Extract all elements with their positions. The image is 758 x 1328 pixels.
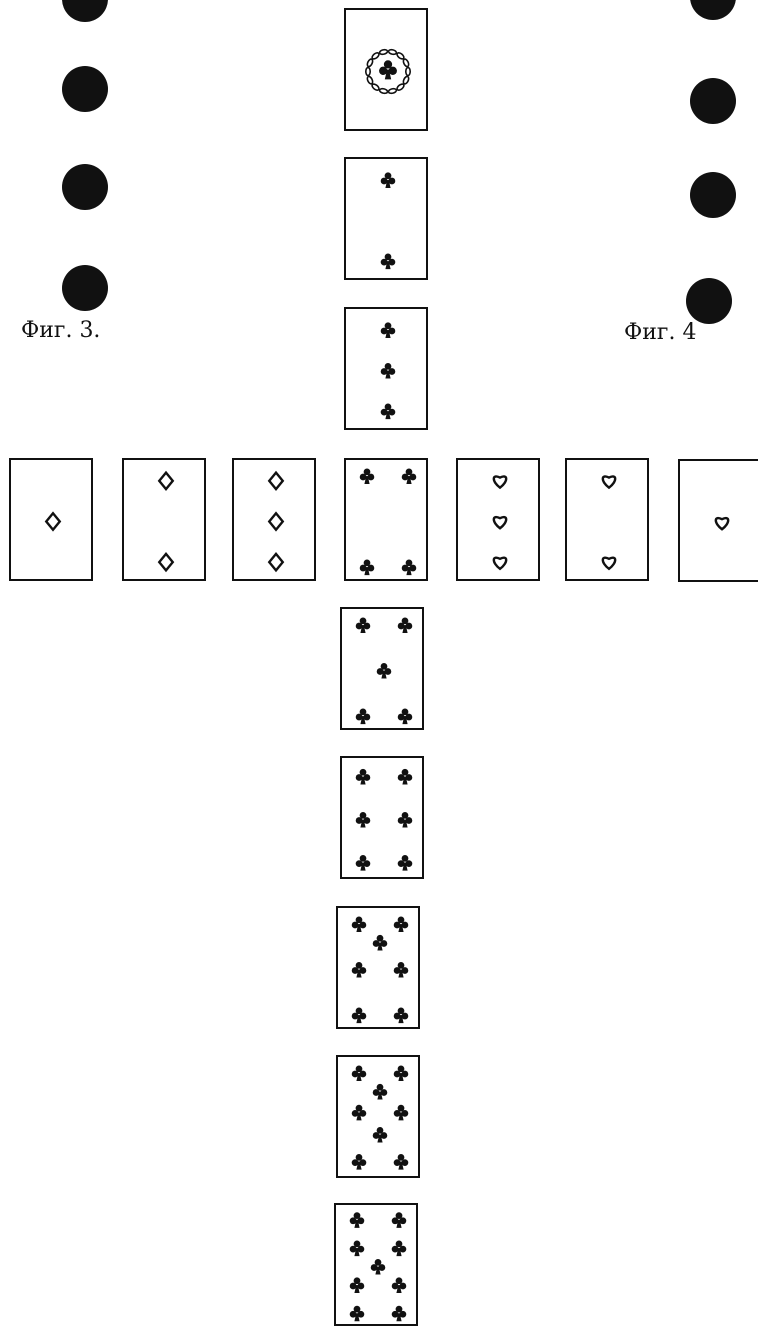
figure-4-caption: Фиг. 4: [624, 320, 696, 345]
club-pip: [350, 1212, 365, 1228]
club-pip: [381, 404, 396, 420]
diamond-pip: [269, 554, 283, 571]
club-pip: [373, 935, 388, 951]
club-pip: [392, 1277, 407, 1293]
clubs-card-face: [342, 609, 426, 732]
six-of-clubs-card: [340, 756, 424, 879]
diamond-pip: [46, 513, 60, 530]
clubs-card-face: [338, 908, 422, 1031]
club-pip: [394, 962, 409, 978]
club-pip: [371, 1259, 386, 1275]
two-of-clubs-card: [344, 157, 428, 280]
club-pip: [381, 172, 396, 188]
figure-4-dot: [690, 78, 736, 124]
club-pip: [373, 1127, 388, 1143]
club-pip: [398, 708, 413, 724]
ace-of-hearts-card: [678, 459, 758, 582]
heart-pip: [494, 476, 506, 487]
diamonds-card-face: [124, 460, 208, 583]
five-of-clubs-card: [340, 607, 424, 730]
club-pip: [394, 1007, 409, 1023]
club-pip: [379, 60, 397, 79]
ace-of-clubs-card: [344, 8, 428, 131]
three-of-hearts-card: [456, 458, 540, 581]
club-pip: [381, 322, 396, 338]
club-pip: [360, 559, 375, 575]
nine-of-clubs-card: [334, 1203, 418, 1326]
club-pip: [392, 1241, 407, 1257]
clubs-card-face: [346, 309, 430, 432]
club-pip: [394, 1154, 409, 1170]
club-pip: [398, 769, 413, 785]
club-pip: [356, 769, 371, 785]
club-pip: [352, 916, 367, 932]
club-pip: [356, 855, 371, 871]
club-pip: [402, 559, 417, 575]
figure-4-dot: [686, 278, 732, 324]
club-pip: [394, 1065, 409, 1081]
clubs-card-face: [346, 460, 430, 583]
club-pip: [402, 468, 417, 484]
club-pip: [381, 363, 396, 379]
hearts-card-face: [680, 461, 758, 584]
two-of-diamonds-card: [122, 458, 206, 581]
clubs-card-face: [342, 758, 426, 881]
figure-3-dot: [62, 265, 108, 311]
heart-pip: [494, 558, 506, 569]
hearts-card-face: [458, 460, 542, 583]
diamond-pip: [269, 473, 283, 490]
club-pip: [373, 1084, 388, 1100]
club-pip: [394, 916, 409, 932]
diamond-pip: [159, 473, 173, 490]
club-pip: [352, 1065, 367, 1081]
club-pip: [392, 1212, 407, 1228]
club-pip: [350, 1277, 365, 1293]
clubs-card-face: [346, 10, 430, 133]
club-pip: [398, 812, 413, 828]
diamond-pip: [269, 513, 283, 530]
club-pip: [381, 254, 396, 270]
club-pip: [352, 1007, 367, 1023]
figure-3-dot: [62, 164, 108, 210]
seven-of-clubs-card: [336, 906, 420, 1029]
eight-of-clubs-card: [336, 1055, 420, 1178]
heart-pip: [603, 476, 615, 487]
club-pip: [394, 1105, 409, 1121]
clubs-card-face: [338, 1057, 422, 1180]
diamonds-card-face: [11, 460, 95, 583]
club-pip: [360, 468, 375, 484]
four-of-clubs-card: [344, 458, 428, 581]
club-pip: [356, 812, 371, 828]
club-pip: [377, 663, 392, 679]
club-pip: [398, 617, 413, 633]
hearts-card-face: [567, 460, 651, 583]
clubs-card-face: [336, 1205, 420, 1328]
club-pip: [398, 855, 413, 871]
club-pip: [356, 708, 371, 724]
club-pip: [350, 1241, 365, 1257]
club-pip: [352, 962, 367, 978]
three-of-diamonds-card: [232, 458, 316, 581]
figure-3-dot: [62, 66, 108, 112]
club-pip: [392, 1306, 407, 1322]
figure-3-dot: [62, 0, 108, 22]
heart-pip: [494, 517, 506, 528]
heart-pip: [603, 558, 615, 569]
heart-pip: [716, 518, 728, 529]
club-pip: [356, 617, 371, 633]
club-pip: [352, 1154, 367, 1170]
diamond-pip: [159, 554, 173, 571]
figure-4-dot: [690, 172, 736, 218]
figure-3-caption: Фиг. 3.: [21, 318, 100, 343]
figure-4-dot: [690, 0, 736, 20]
club-pip: [352, 1105, 367, 1121]
clubs-card-face: [346, 159, 430, 282]
three-of-clubs-card: [344, 307, 428, 430]
ace-of-diamonds-card: [9, 458, 93, 581]
diamonds-card-face: [234, 460, 318, 583]
two-of-hearts-card: [565, 458, 649, 581]
club-pip: [350, 1306, 365, 1322]
